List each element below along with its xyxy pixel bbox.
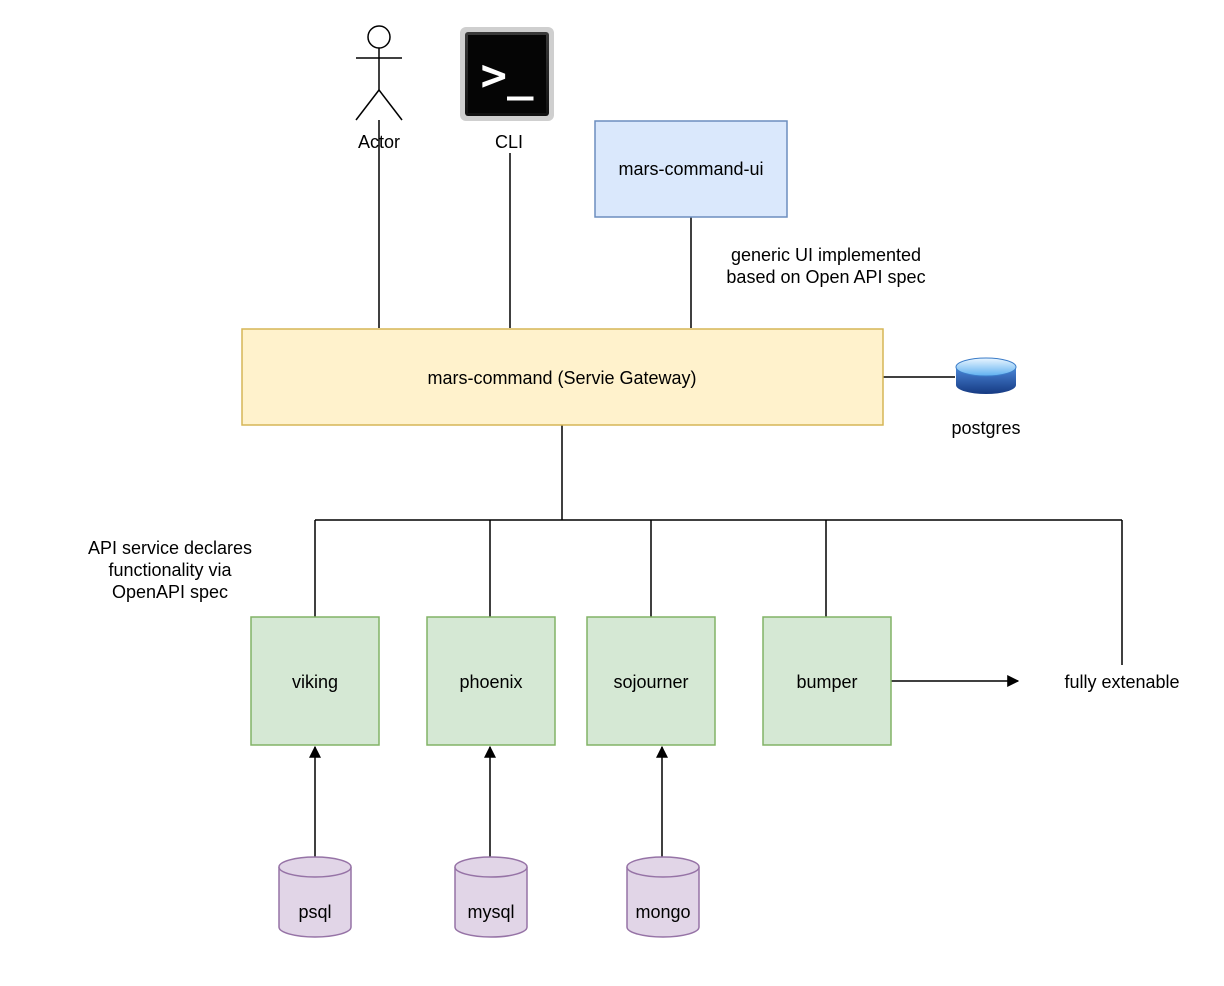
database-psql[interactable]: psql <box>278 856 352 938</box>
ui-note: generic UI implemented based on Open API… <box>726 245 925 287</box>
service-label: bumper <box>796 672 857 692</box>
service-bumper[interactable]: bumper <box>762 616 892 746</box>
terminal-prompt-glyph: >_ <box>481 50 534 101</box>
postgres-node[interactable]: postgres <box>951 357 1021 438</box>
connectors <box>309 120 1123 857</box>
ui-label: mars-command-ui <box>618 159 763 179</box>
postgres-label: postgres <box>951 418 1020 438</box>
actor-label: Actor <box>358 132 400 152</box>
service-label: phoenix <box>459 672 522 692</box>
cli-node[interactable]: >_ CLI <box>460 27 554 152</box>
gateway-node[interactable]: mars-command (Servie Gateway) <box>241 328 884 426</box>
ui-box <box>594 120 788 218</box>
service-box <box>586 616 716 746</box>
api-note-line-1: API service declares <box>88 538 252 558</box>
cylinder-icon <box>626 856 700 938</box>
stick-figure-icon <box>355 25 403 121</box>
extensible-label: fully extenable <box>1064 672 1179 692</box>
api-note: API service declares functionality via O… <box>88 538 252 602</box>
cli-label: CLI <box>495 132 523 152</box>
api-note-line-2: functionality via <box>108 560 232 580</box>
database-mongo[interactable]: mongo <box>626 856 700 938</box>
database-icon <box>955 357 1017 394</box>
service-viking[interactable]: viking <box>250 616 380 746</box>
service-label: viking <box>292 672 338 692</box>
database-label: psql <box>298 902 331 922</box>
terminal-icon: >_ <box>460 27 554 121</box>
service-box <box>426 616 556 746</box>
actor-node[interactable]: Actor <box>355 25 403 152</box>
cylinder-icon <box>278 856 352 938</box>
database-mysql[interactable]: mysql <box>454 856 528 938</box>
gateway-box <box>241 328 884 426</box>
service-phoenix[interactable]: phoenix <box>426 616 556 746</box>
service-box <box>762 616 892 746</box>
service-sojourner[interactable]: sojourner <box>586 616 716 746</box>
database-label: mysql <box>467 902 514 922</box>
gateway-label: mars-command (Servie Gateway) <box>427 368 696 388</box>
cylinder-icon <box>454 856 528 938</box>
ui-note-line-2: based on Open API spec <box>726 267 925 287</box>
service-label: sojourner <box>613 672 688 692</box>
ui-note-line-1: generic UI implemented <box>731 245 921 265</box>
api-note-line-3: OpenAPI spec <box>112 582 228 602</box>
ui-node[interactable]: mars-command-ui <box>594 120 788 218</box>
service-box <box>250 616 380 746</box>
database-label: mongo <box>635 902 690 922</box>
